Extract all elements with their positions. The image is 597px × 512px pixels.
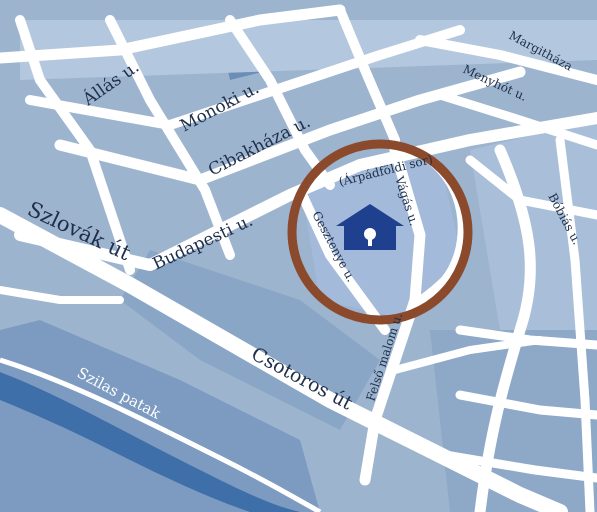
location-circle: [287, 139, 473, 325]
road-vagas-felsomalom: [359, 144, 426, 486]
road-bobias: [474, 144, 536, 512]
road-right-5: [555, 135, 595, 512]
road-lower-center: [391, 336, 544, 374]
road-cibakhaza: [54, 66, 526, 186]
road-gesztenye: [295, 185, 390, 335]
road-menyhot: [435, 90, 597, 150]
block-lower-left: [0, 320, 320, 512]
road-cross-1: [15, 15, 135, 275]
road-cross-2: [105, 15, 235, 260]
road-right-4: [440, 450, 597, 483]
road-cross-4: [335, 5, 400, 145]
water-edge-line: [0, 357, 322, 512]
road-szlovak-csotoros: [0, 207, 568, 512]
house-icon[interactable]: [336, 204, 404, 250]
szilas-patak-water: [0, 372, 300, 512]
road-margithaza: [415, 35, 597, 85]
road-top: [0, 4, 346, 64]
road-left-lower: [0, 286, 124, 304]
road-right-3: [455, 390, 597, 420]
road-monoki: [25, 25, 465, 130]
